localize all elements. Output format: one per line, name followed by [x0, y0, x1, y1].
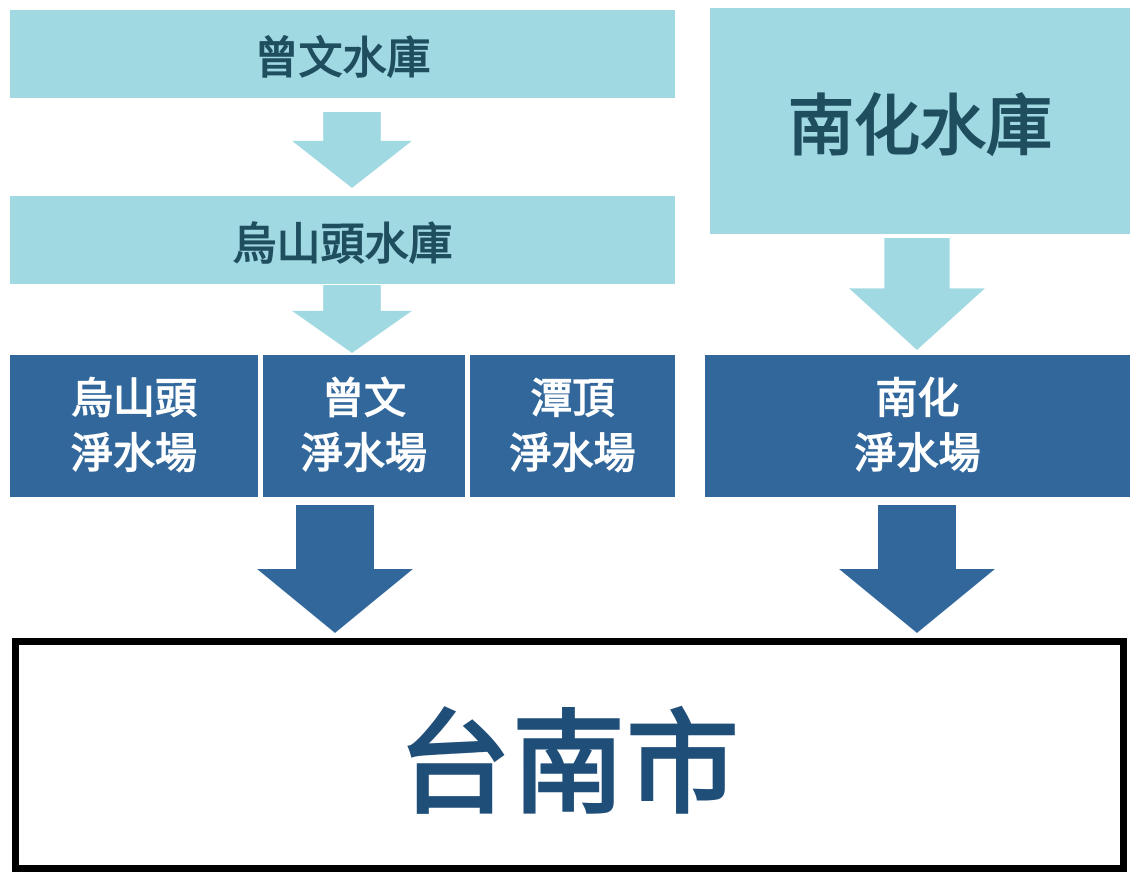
wushantou-plant-line1: 烏山頭: [70, 373, 197, 423]
down-arrow-icon: [257, 505, 413, 633]
down-arrow-icon: [849, 238, 985, 350]
node-tanding-plant: 潭頂 淨水場: [470, 355, 675, 497]
node-zengwen-reservoir: 曾文水庫: [10, 10, 675, 98]
down-arrow-icon: [292, 285, 412, 353]
tainan-city-label: 台南市: [398, 700, 741, 830]
nanhua-plant-line1: 南化: [875, 373, 960, 423]
nanhua-plant-label: 南化 淨水場: [854, 371, 980, 482]
tanding-plant-label: 潭頂 淨水場: [509, 371, 635, 482]
node-nanhua-plant: 南化 淨水場: [705, 355, 1130, 497]
down-arrow-icon: [292, 112, 412, 188]
zengwen-plant-label: 曾文 淨水場: [301, 371, 427, 482]
wushantou-plant-label: 烏山頭 淨水場: [71, 371, 197, 482]
nanhua-reservoir-label: 南化水庫: [788, 88, 1052, 165]
tanding-plant-line1: 潭頂: [530, 373, 615, 423]
wushantou-reservoir-label: 烏山頭水庫: [232, 219, 453, 270]
node-zengwen-plant: 曾文 淨水場: [263, 355, 465, 497]
wushantou-plant-line2: 淨水場: [70, 429, 197, 478]
nanhua-plant-line2: 淨水場: [854, 429, 981, 478]
node-tainan-city: 台南市: [12, 638, 1127, 872]
node-wushantou-plant: 烏山頭 淨水場: [10, 355, 258, 497]
zengwen-plant-line2: 淨水場: [300, 429, 427, 478]
node-wushantou-reservoir: 烏山頭水庫: [10, 196, 675, 284]
node-nanhua-reservoir: 南化水庫: [710, 8, 1130, 234]
down-arrow-icon: [839, 505, 995, 633]
zengwen-reservoir-label: 曾文水庫: [254, 33, 431, 84]
zengwen-plant-line1: 曾文: [321, 373, 406, 423]
tanding-plant-line2: 淨水場: [509, 429, 636, 478]
